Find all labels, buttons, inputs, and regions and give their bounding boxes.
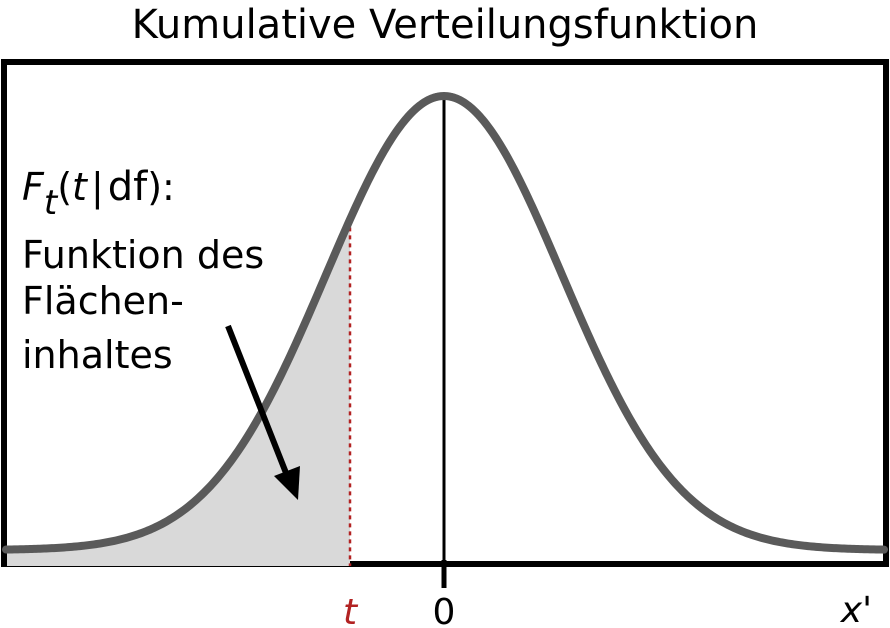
zero-axis-label: 0 bbox=[433, 592, 456, 628]
formula-df: df bbox=[108, 164, 148, 210]
shaded-area bbox=[7, 219, 350, 566]
formula-open-paren: ( bbox=[57, 165, 72, 209]
x-axis-label: x' bbox=[840, 590, 872, 628]
description-line-2: Flächen- bbox=[22, 279, 184, 323]
formula-subscript: t bbox=[44, 183, 59, 223]
formula-close: ): bbox=[147, 165, 175, 209]
description-line-3: inhaltes bbox=[22, 333, 173, 377]
diagram-title: Kumulative Verteilungsfunktion bbox=[132, 2, 759, 48]
t-axis-label: t bbox=[343, 592, 359, 628]
formula-variable: t bbox=[72, 165, 89, 209]
arrow-shaft bbox=[225, 324, 291, 480]
formula-bar: | bbox=[91, 165, 104, 210]
description-line-1: Funktion des bbox=[22, 233, 264, 277]
density-curve bbox=[2, 92, 888, 554]
cdf-formula: Ft(t|df): bbox=[22, 164, 175, 223]
formula-f: F bbox=[22, 165, 45, 209]
arrow-head bbox=[274, 466, 300, 500]
